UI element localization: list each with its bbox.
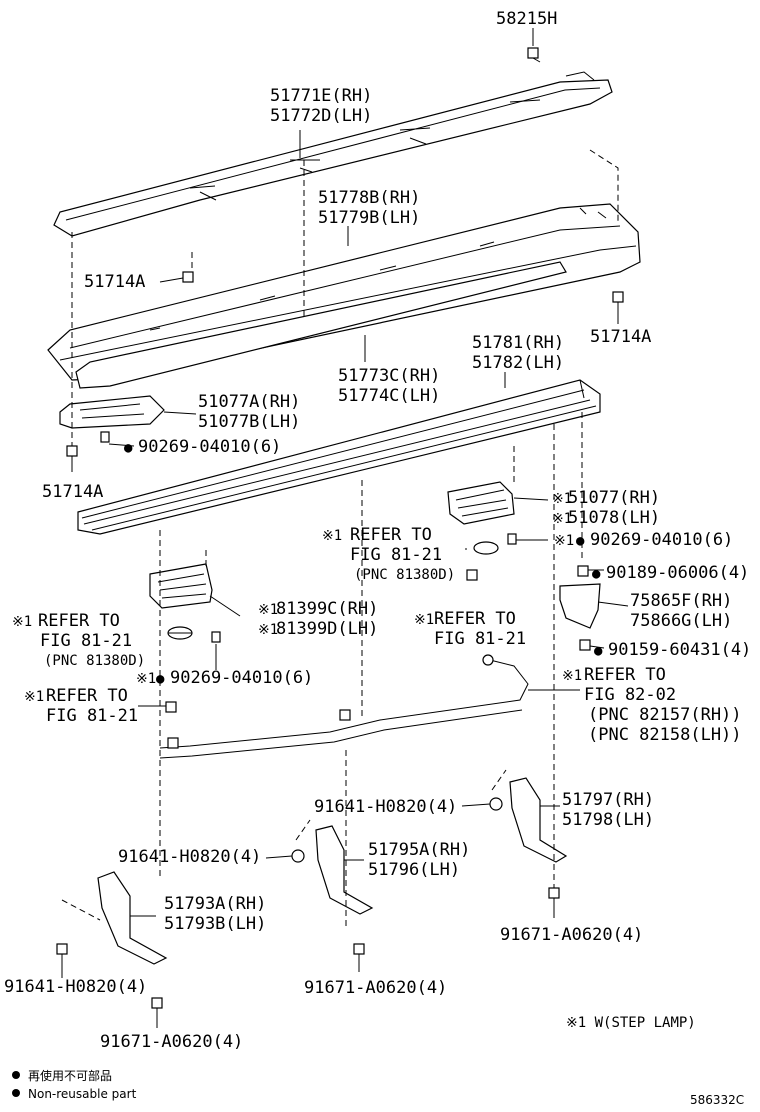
refer-text: REFER TO <box>584 665 666 685</box>
label-51797: 51797(RH) <box>562 790 654 810</box>
note-mark: ※1 <box>258 602 278 618</box>
label-51796: 51796(LH) <box>368 860 460 880</box>
bracket-81399C <box>149 563 213 609</box>
label-90189: 90189-06006(4) <box>606 563 749 583</box>
refer-pnc: (PNC 81380D) <box>44 653 145 669</box>
bracket-51077 <box>447 481 515 525</box>
refer-note-harness: REFER TO FIG 82-02 (PNC 82157(RH)) (PNC … <box>584 665 742 745</box>
refer-note-right-bracket: REFER TO FIG 81-21 (PNC 81380D) <box>350 525 455 583</box>
refer-note-left-upper: REFER TO FIG 81-21 (PNC 81380D) <box>38 611 145 669</box>
figure-id: 586332C <box>690 1093 744 1107</box>
legend-english: Non-reusable part <box>28 1087 137 1101</box>
label-91641-a: 91641-H0820(4) <box>314 797 457 817</box>
label-90269-a: 90269-04010(6) <box>138 437 281 457</box>
refer-text: REFER TO <box>434 609 516 629</box>
part-labels: 58215H 51771E(RH) 51772D(LH) 51778B(RH) … <box>4 9 751 1052</box>
refer-text: REFER TO <box>350 525 432 545</box>
note-mark: ※1 <box>136 671 156 687</box>
refer-pnc-lh: (PNC 82158(LH)) <box>588 725 742 745</box>
label-91671-b: 91671-A0620(4) <box>304 978 447 998</box>
bullet-mark: ● <box>156 671 165 687</box>
note-marks: ● ※1 ※1 ※1 ● ● ● ※1 ※1 ※1 ● ※1 ※1 ※1 ※1 … <box>12 440 603 705</box>
label-75866G: 75866G(LH) <box>630 611 732 631</box>
label-51779B: 51779B(LH) <box>318 208 420 228</box>
label-51798: 51798(LH) <box>562 810 654 830</box>
note-mark: ※1 <box>12 614 32 630</box>
label-91671-a: 91671-A0620(4) <box>500 925 643 945</box>
leader-lines <box>61 28 629 1028</box>
refer-fig: FIG 81-21 <box>40 631 132 651</box>
label-51714A-upper: 51714A <box>84 272 145 292</box>
label-81399D: 81399D(LH) <box>276 619 378 639</box>
refer-fig: FIG 82-02 <box>584 685 676 705</box>
label-51781: 51781(RH) <box>472 333 564 353</box>
label-75865F: 75865F(RH) <box>630 591 732 611</box>
brace-51793A <box>97 871 168 965</box>
note-mark: ※1 <box>24 689 44 705</box>
label-51773C: 51773C(RH) <box>338 366 440 386</box>
label-51774C: 51774C(LH) <box>338 386 440 406</box>
footnote-step-lamp: ※1 W(STEP LAMP) <box>566 1015 696 1031</box>
label-51077B: 51077B(LH) <box>198 412 300 432</box>
wire-harness <box>159 654 529 759</box>
refer-text: REFER TO <box>38 611 120 631</box>
note-mark: ※1 <box>562 668 582 684</box>
refer-fig: FIG 81-21 <box>46 706 138 726</box>
brace-51797 <box>509 777 568 863</box>
label-91641-c: 91641-H0820(4) <box>4 977 147 997</box>
refer-note-center: REFER TO FIG 81-21 <box>434 609 526 649</box>
label-58215H: 58215H <box>496 9 557 29</box>
note-mark: ※1 <box>554 533 574 549</box>
label-81399C: 81399C(RH) <box>276 599 378 619</box>
label-51778B: 51778B(RH) <box>318 188 420 208</box>
bullet-mark: ● <box>594 643 603 659</box>
note-mark: ※1 <box>552 491 572 507</box>
bullet-icon <box>12 1071 20 1079</box>
refer-text: REFER TO <box>46 686 128 706</box>
refer-note-left-lower: REFER TO FIG 81-21 <box>46 686 138 726</box>
label-51782: 51782(LH) <box>472 353 564 373</box>
label-51714A-lower: 51714A <box>42 482 103 502</box>
label-51714A-right: 51714A <box>590 327 651 347</box>
bullet-mark: ● <box>576 533 585 549</box>
step-bar <box>77 379 601 535</box>
note-mark: ※1 <box>322 528 342 544</box>
label-51795A: 51795A(RH) <box>368 840 470 860</box>
label-90269-c: 90269-04010(6) <box>170 668 313 688</box>
label-90159: 90159-60431(4) <box>608 640 751 660</box>
legend-japanese: 再使用不可部品 <box>28 1068 112 1083</box>
note-mark: ※1 <box>552 511 572 527</box>
brace-51795A <box>315 825 374 915</box>
refer-pnc-rh: (PNC 82157(RH)) <box>588 705 742 725</box>
refer-pnc: (PNC 81380D) <box>354 567 455 583</box>
refer-fig: FIG 81-21 <box>350 545 442 565</box>
label-51793B: 51793B(LH) <box>164 914 266 934</box>
step-molding-upper <box>53 71 613 237</box>
label-51772D: 51772D(LH) <box>270 106 372 126</box>
note-mark: ※1 <box>414 612 434 628</box>
label-51077: 51077(RH) <box>568 488 660 508</box>
note-mark: ※1 <box>258 622 278 638</box>
step-lamp-cover <box>559 583 601 629</box>
label-51793A: 51793A(RH) <box>164 894 266 914</box>
bullet-icon <box>12 1089 20 1097</box>
legend: 再使用不可部品 Non-reusable part <box>12 1068 137 1101</box>
step-lower-rail <box>75 261 567 389</box>
label-51077A: 51077A(RH) <box>198 392 300 412</box>
label-90269-b: 90269-04010(6) <box>590 530 733 550</box>
bracket-51077A <box>59 395 165 429</box>
label-91641-b: 91641-H0820(4) <box>118 847 261 867</box>
label-91671-c: 91671-A0620(4) <box>100 1032 243 1052</box>
bullet-mark: ● <box>592 566 601 582</box>
clip-58215H <box>527 47 541 63</box>
label-51078: 51078(LH) <box>568 508 660 528</box>
bullet-mark: ● <box>124 440 133 456</box>
label-51771E: 51771E(RH) <box>270 86 372 106</box>
refer-fig: FIG 81-21 <box>434 629 526 649</box>
